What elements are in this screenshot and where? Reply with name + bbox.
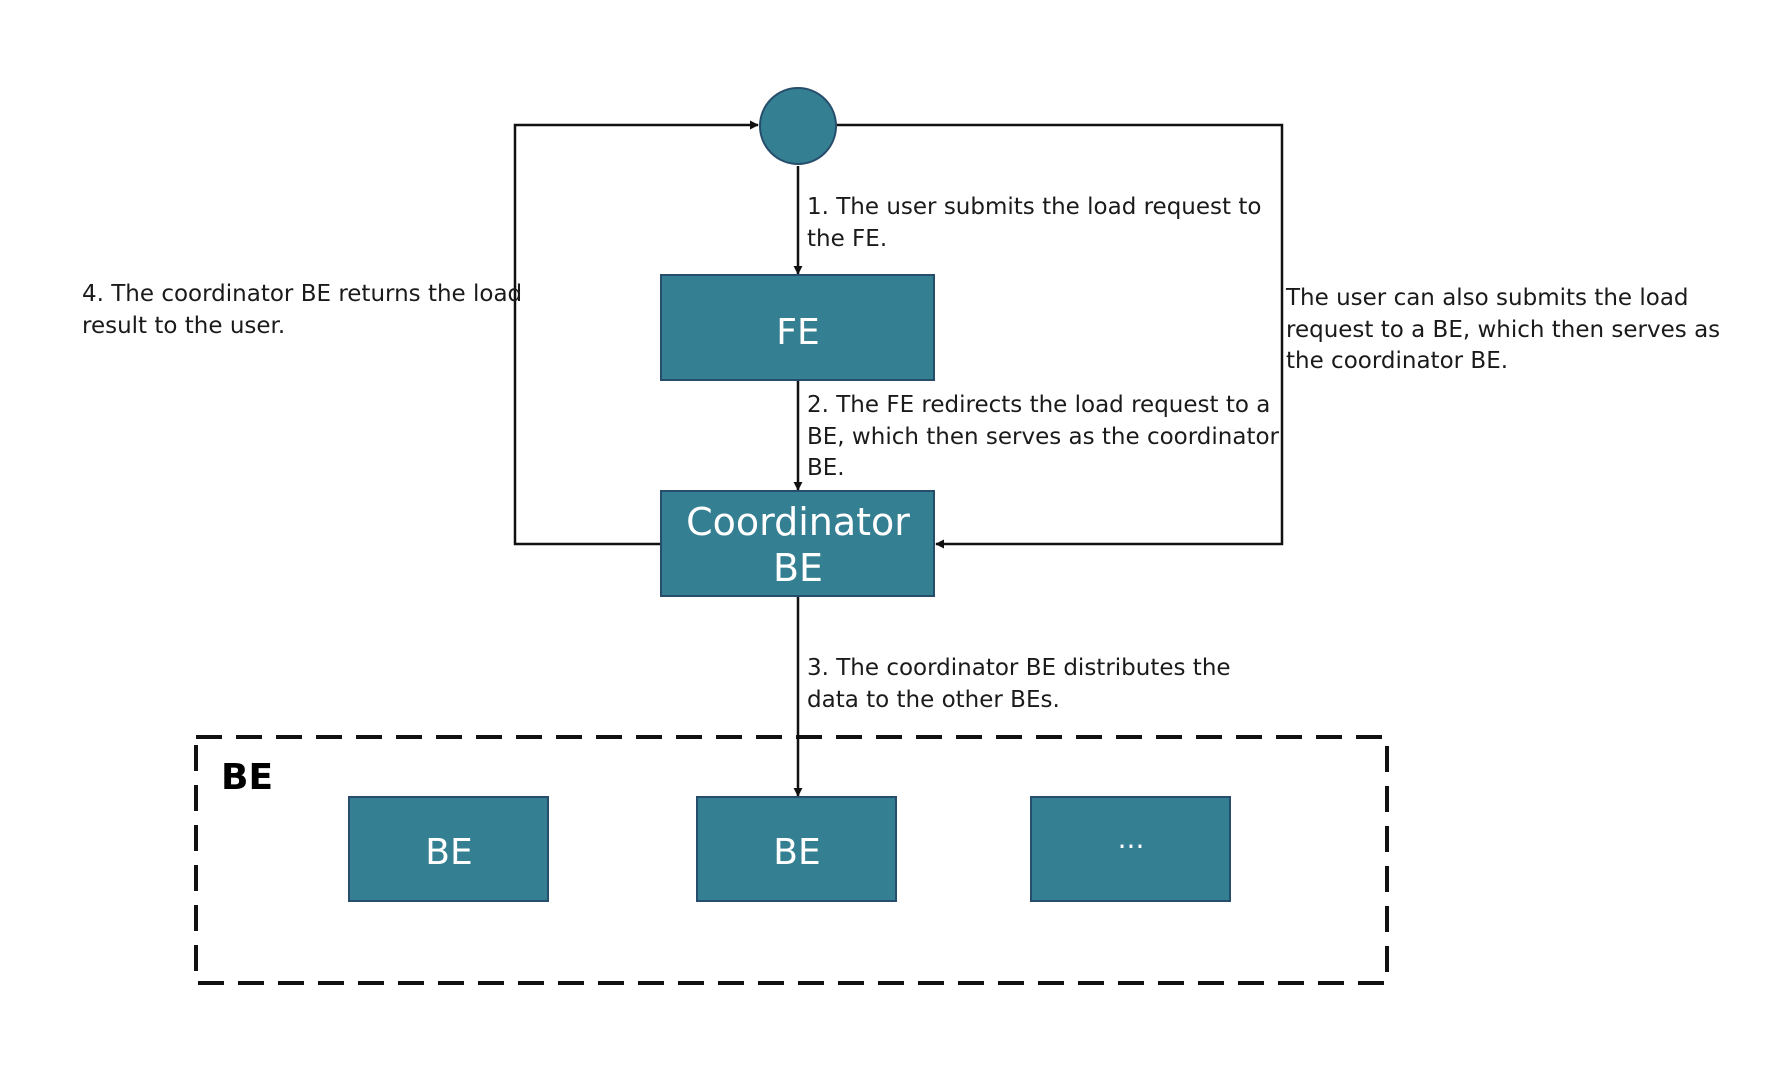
step2-annotation: 2. The FE redirects the load request to … xyxy=(807,392,1280,481)
be-label-3: ··· xyxy=(1118,830,1145,863)
be-node: BE xyxy=(348,796,549,902)
alt-line1: The user can also submits the load xyxy=(1285,285,1689,311)
step2-line2: BE, which then serves as the coordinator xyxy=(807,424,1280,450)
connectors xyxy=(513,120,1284,797)
step1-line1: 1. The user submits the load request to xyxy=(807,194,1261,220)
step4-line1: 4. The coordinator BE returns the load xyxy=(82,281,522,307)
step3-line1: 3. The coordinator BE distributes the xyxy=(807,655,1231,681)
be-label-2: BE xyxy=(773,832,820,873)
step1-line2: the FE. xyxy=(807,226,887,252)
be-box-1 xyxy=(348,796,549,902)
coordinator-label-line1: Coordinator xyxy=(686,500,910,544)
coordinator-box xyxy=(660,490,935,597)
be-label-1: BE xyxy=(425,832,472,873)
step3-line2: data to the other BEs. xyxy=(807,687,1060,713)
step1-annotation: 1. The user submits the load request to … xyxy=(807,194,1261,252)
arrow-user-direct-to-coordinator xyxy=(837,123,1284,549)
step3-annotation: 3. The coordinator BE distributes the da… xyxy=(807,655,1231,713)
arrow-coordinator-return-to-user xyxy=(513,120,759,546)
alt-line2: request to a BE, which then serves as xyxy=(1286,317,1720,343)
step2-line3: BE. xyxy=(807,455,845,481)
fe-box xyxy=(660,274,935,381)
step4-annotation: 4. The coordinator BE returns the load r… xyxy=(82,281,522,339)
be-box-2 xyxy=(696,796,897,902)
alt-path-annotation: The user can also submits the load reque… xyxy=(1285,285,1720,374)
be-node: BE xyxy=(696,796,897,902)
fe-node: FE xyxy=(660,274,935,381)
step4-line2: result to the user. xyxy=(82,313,285,339)
coordinator-label-line2: BE xyxy=(773,546,823,590)
alt-line3: the coordinator BE. xyxy=(1286,348,1508,374)
coordinator-be-node: Coordinator BE xyxy=(660,490,935,597)
fe-label: FE xyxy=(776,312,819,353)
be-group: BE BE BE ··· xyxy=(194,735,1389,985)
be-node-ellipsis: ··· xyxy=(1030,796,1231,902)
user-circle-icon xyxy=(759,87,837,165)
annotations: 1. The user submits the load request to … xyxy=(82,194,1720,713)
be-box-3 xyxy=(1030,796,1231,902)
step2-line1: 2. The FE redirects the load request to … xyxy=(807,392,1270,418)
be-group-title: BE xyxy=(221,757,273,798)
